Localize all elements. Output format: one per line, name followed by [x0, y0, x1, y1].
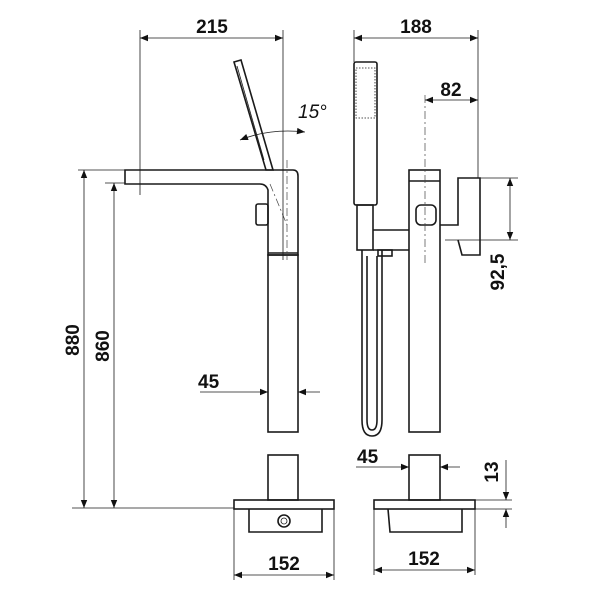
handshower-front — [353, 61, 378, 206]
dim-860: 860 — [93, 330, 114, 362]
diverter-button — [255, 203, 269, 226]
dim-880: 880 — [63, 324, 84, 356]
dim-82: 82 — [440, 80, 461, 101]
dim-92-5: 92,5 — [488, 253, 509, 290]
front-view: 188 82 92,5 45 13 152 — [353, 17, 518, 575]
faucet-side-outline — [124, 59, 335, 533]
dim-13: 13 — [482, 461, 503, 482]
dim-angle-15: 15° — [298, 102, 327, 123]
inlet-icon — [277, 514, 291, 528]
mixer-knob — [415, 204, 437, 226]
dim-45-front: 45 — [357, 447, 379, 468]
lever-handle — [440, 177, 481, 256]
dim-215: 215 — [196, 17, 228, 38]
dim-152-front: 152 — [408, 549, 440, 570]
dim-188: 188 — [400, 17, 432, 38]
dim-152-side: 152 — [268, 554, 300, 575]
side-view: 215 15° 880 860 45 152 — [63, 17, 335, 580]
dim-45-side: 45 — [198, 372, 220, 393]
